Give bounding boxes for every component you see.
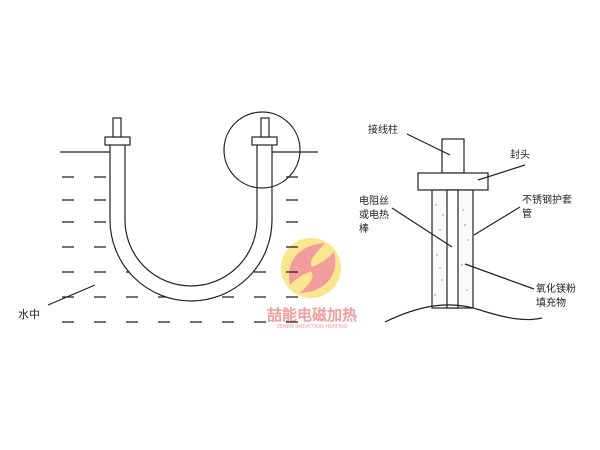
filler-label-2: 填充物 xyxy=(536,296,566,309)
heating-wire-label-3: 棒 xyxy=(359,222,369,235)
terminal-label: 接线柱 xyxy=(368,123,398,136)
heating-rod xyxy=(446,189,459,309)
u-tube-heater xyxy=(47,111,318,323)
sheath-label-1: 不锈钢护套 xyxy=(522,193,572,206)
detail-circle xyxy=(223,111,301,189)
sheath-label-2: 管 xyxy=(522,207,532,220)
u-tube xyxy=(109,145,273,302)
end-cap xyxy=(417,172,489,191)
water-label: 水中 xyxy=(18,308,40,321)
heater-cross-section xyxy=(384,133,543,323)
watermark-brand-cn: 喆能电磁加热 xyxy=(267,306,357,324)
filler-label-1: 氧化镁粉 xyxy=(536,282,576,295)
heating-wire-label-2: 或电热 xyxy=(359,208,389,221)
watermark-brand-en: ZENEN INDUCTION HEATING xyxy=(277,324,348,330)
cap-label: 封头 xyxy=(510,148,530,161)
ground-line xyxy=(384,304,543,323)
heating-wire-label-1: 电阻丝 xyxy=(359,194,389,207)
terminal-post xyxy=(441,138,465,174)
left-terminal xyxy=(104,136,131,146)
watermark-logo: 喆能电磁加热 ZENEN INDUCTION HEATING xyxy=(267,238,357,330)
right-terminal xyxy=(251,136,278,146)
